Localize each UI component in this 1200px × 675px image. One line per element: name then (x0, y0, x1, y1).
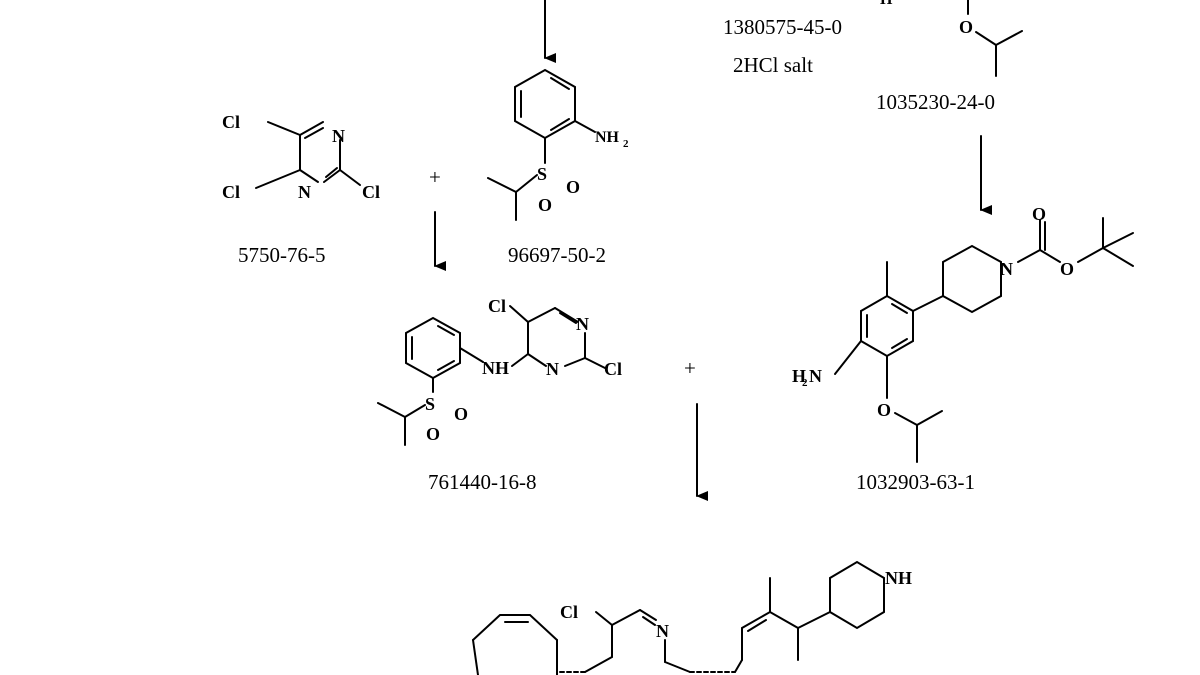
atom-n: N (546, 359, 559, 379)
subscript-2: 2 (802, 377, 808, 389)
cas-label-1380575: 1380575-45-0 (723, 15, 842, 39)
atom-n: N (576, 314, 589, 334)
cas-label-96697: 96697-50-2 (508, 243, 606, 267)
atom-o: O (877, 400, 891, 420)
cas-label-5750: 5750-76-5 (238, 243, 326, 267)
cas-label-761440: 761440-16-8 (428, 470, 537, 494)
atom-s: S (425, 394, 435, 414)
structure-5750-76-5: N N Cl Cl Cl (222, 112, 380, 202)
structure-final-product: Cl N NH (472, 560, 912, 675)
atom-n: N (298, 182, 311, 202)
atom-h2n-partial: H (880, 0, 893, 8)
atom-o: O (959, 17, 973, 37)
cas-label-1032903: 1032903-63-1 (856, 470, 975, 494)
atom-h2n: H (792, 366, 806, 386)
structure-761440-16-8: NH N N Cl Cl S O O (377, 296, 622, 446)
atom-nh: NH (885, 568, 912, 588)
atom-o: O (1060, 259, 1074, 279)
atom-cl: Cl (560, 602, 578, 622)
atom-cl: Cl (222, 182, 240, 202)
salt-label: 2HCl salt (733, 53, 813, 77)
atom-n: N (332, 126, 345, 146)
atom-o: O (454, 404, 468, 424)
atom-cl: Cl (362, 182, 380, 202)
atom-s: S (537, 164, 547, 184)
atom-o: O (566, 177, 580, 197)
atom-n: N (809, 366, 822, 386)
structure-1035230: O H (880, 0, 1023, 77)
atom-n: N (656, 621, 669, 641)
atom-cl: Cl (488, 296, 506, 316)
reaction-arrows (434, 0, 992, 501)
atom-n: N (1000, 259, 1013, 279)
cas-label-1035230: 1035230-24-0 (876, 90, 995, 114)
atom-nh2: NH (595, 129, 620, 146)
atom-o: O (1032, 204, 1046, 224)
atom-cl: Cl (222, 112, 240, 132)
atom-nh: NH (482, 358, 509, 378)
atom-cl: Cl (604, 359, 622, 379)
plus-sign-2: + (684, 356, 696, 380)
atom-o: O (538, 195, 552, 215)
subscript-2: 2 (623, 138, 629, 150)
atom-o: O (426, 424, 440, 444)
structure-96697-50-2: NH 2 S O O (487, 68, 629, 221)
plus-sign-1: + (429, 165, 441, 189)
structure-1032903-63-1: H 2 N O N O O (792, 204, 1134, 463)
